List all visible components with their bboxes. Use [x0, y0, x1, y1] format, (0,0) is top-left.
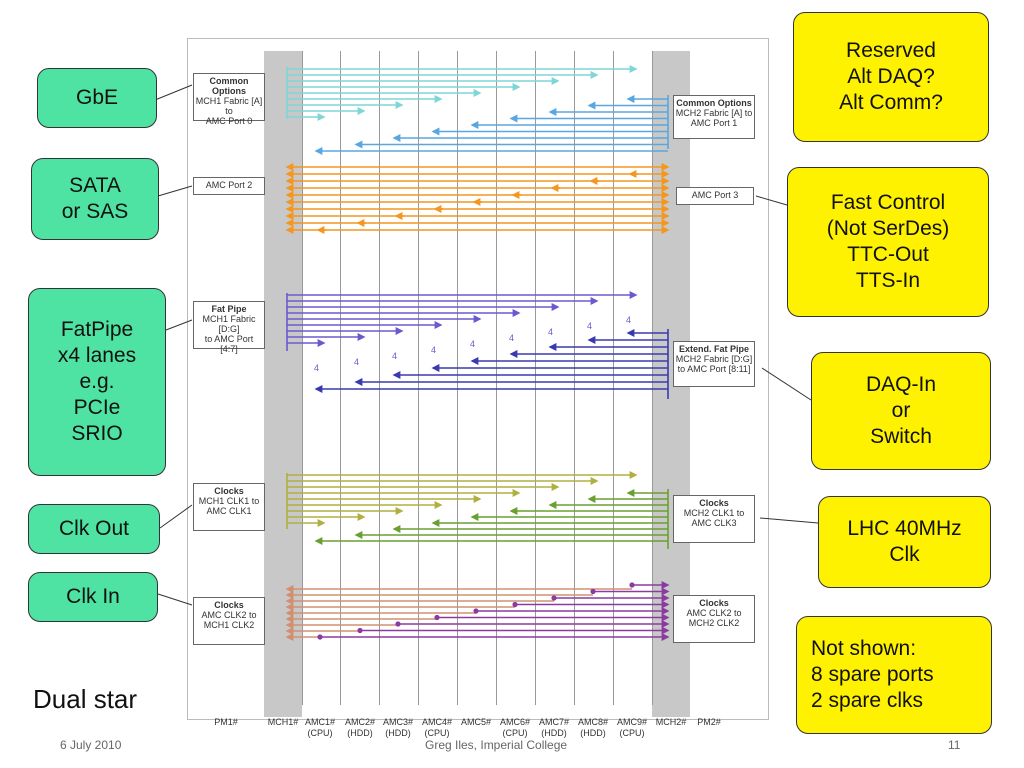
lane-count-label: 4 [354, 357, 359, 367]
slot-divider [535, 51, 536, 705]
slot-label: MCH1# [267, 717, 299, 727]
slot-label: PM1# [214, 717, 238, 727]
callout-clk-in: Clk In [28, 572, 158, 622]
dual-star-title: Dual star [33, 684, 138, 714]
slot-divider [340, 51, 341, 705]
left-label-amc-port-2: AMC Port 2 [193, 177, 265, 195]
slot-label: AMC7#(HDD) [538, 717, 569, 738]
callout-fatpipe: FatPipe x4 lanes e.g. PCIe SRIO [28, 288, 166, 476]
slot-label: PM2# [697, 717, 721, 727]
footer-date: 6 July 2010 [60, 738, 122, 752]
clock-dot [551, 595, 557, 601]
clock-dot [395, 621, 401, 627]
slot-label: AMC3#(HDD) [382, 717, 413, 738]
connection-arrows: 4 4 4 4 4 4 4 4 4 [285, 65, 670, 641]
lane-count-label: 4 [548, 327, 553, 337]
slot-label: AMC1#(CPU) [304, 717, 335, 738]
clock-dot [590, 588, 596, 595]
slot-divider [496, 51, 497, 705]
callout-lhc-clk: LHC 40MHz Clk [818, 496, 991, 588]
lane-count-label: 4 [431, 345, 436, 355]
slot-divider [302, 51, 303, 705]
slot-divider [574, 51, 575, 705]
slot-label: AMC4#(CPU) [421, 717, 452, 738]
lane-count-label: 4 [509, 333, 514, 343]
lane-count-label: 4 [587, 321, 592, 331]
callout-daq-in: DAQ-In or Switch [811, 352, 991, 470]
lane-count-label: 4 [470, 339, 475, 349]
callout-clk-out: Clk Out [28, 504, 160, 554]
lane-count-label: 4 [392, 351, 397, 361]
slot-divider [379, 51, 380, 705]
clock-dot [357, 627, 363, 634]
slot-label: MCH2# [655, 717, 687, 727]
slot-label: AMC5# [460, 717, 491, 727]
page-number: 11 [948, 738, 961, 752]
callout-gbe: GbE [37, 68, 157, 128]
mch1-column [264, 51, 302, 717]
callout-sata-sas: SATA or SAS [31, 158, 159, 240]
slot-label: AMC9#(CPU) [616, 717, 647, 738]
slot-divider [418, 51, 419, 705]
clock-dot [512, 601, 518, 608]
callout-fast-control: Fast Control (Not SerDes) TTC-Out TTS-In [787, 167, 989, 317]
slot-divider [613, 51, 614, 705]
callout-not-shown: Not shown: 8 spare ports 2 spare clks [796, 616, 992, 734]
right-label-amc-port-3: AMC Port 3 [676, 187, 754, 205]
slot-label: AMC2#(HDD) [344, 717, 375, 738]
clock-dot [629, 582, 635, 588]
slot-label: AMC6#(CPU) [499, 717, 530, 738]
clock-dot [317, 634, 323, 640]
clock-dot [473, 608, 479, 614]
lane-count-label: 4 [314, 363, 319, 373]
slot-label: AMC8#(HDD) [577, 717, 608, 738]
slot-divider [652, 51, 653, 705]
slot-divider [457, 51, 458, 705]
callout-reserved: Reserved Alt DAQ? Alt Comm? [793, 12, 989, 142]
lane-count-label: 4 [626, 315, 631, 325]
clock-dot [434, 614, 440, 621]
footer-author: Greg Iles, Imperial College [425, 738, 568, 752]
